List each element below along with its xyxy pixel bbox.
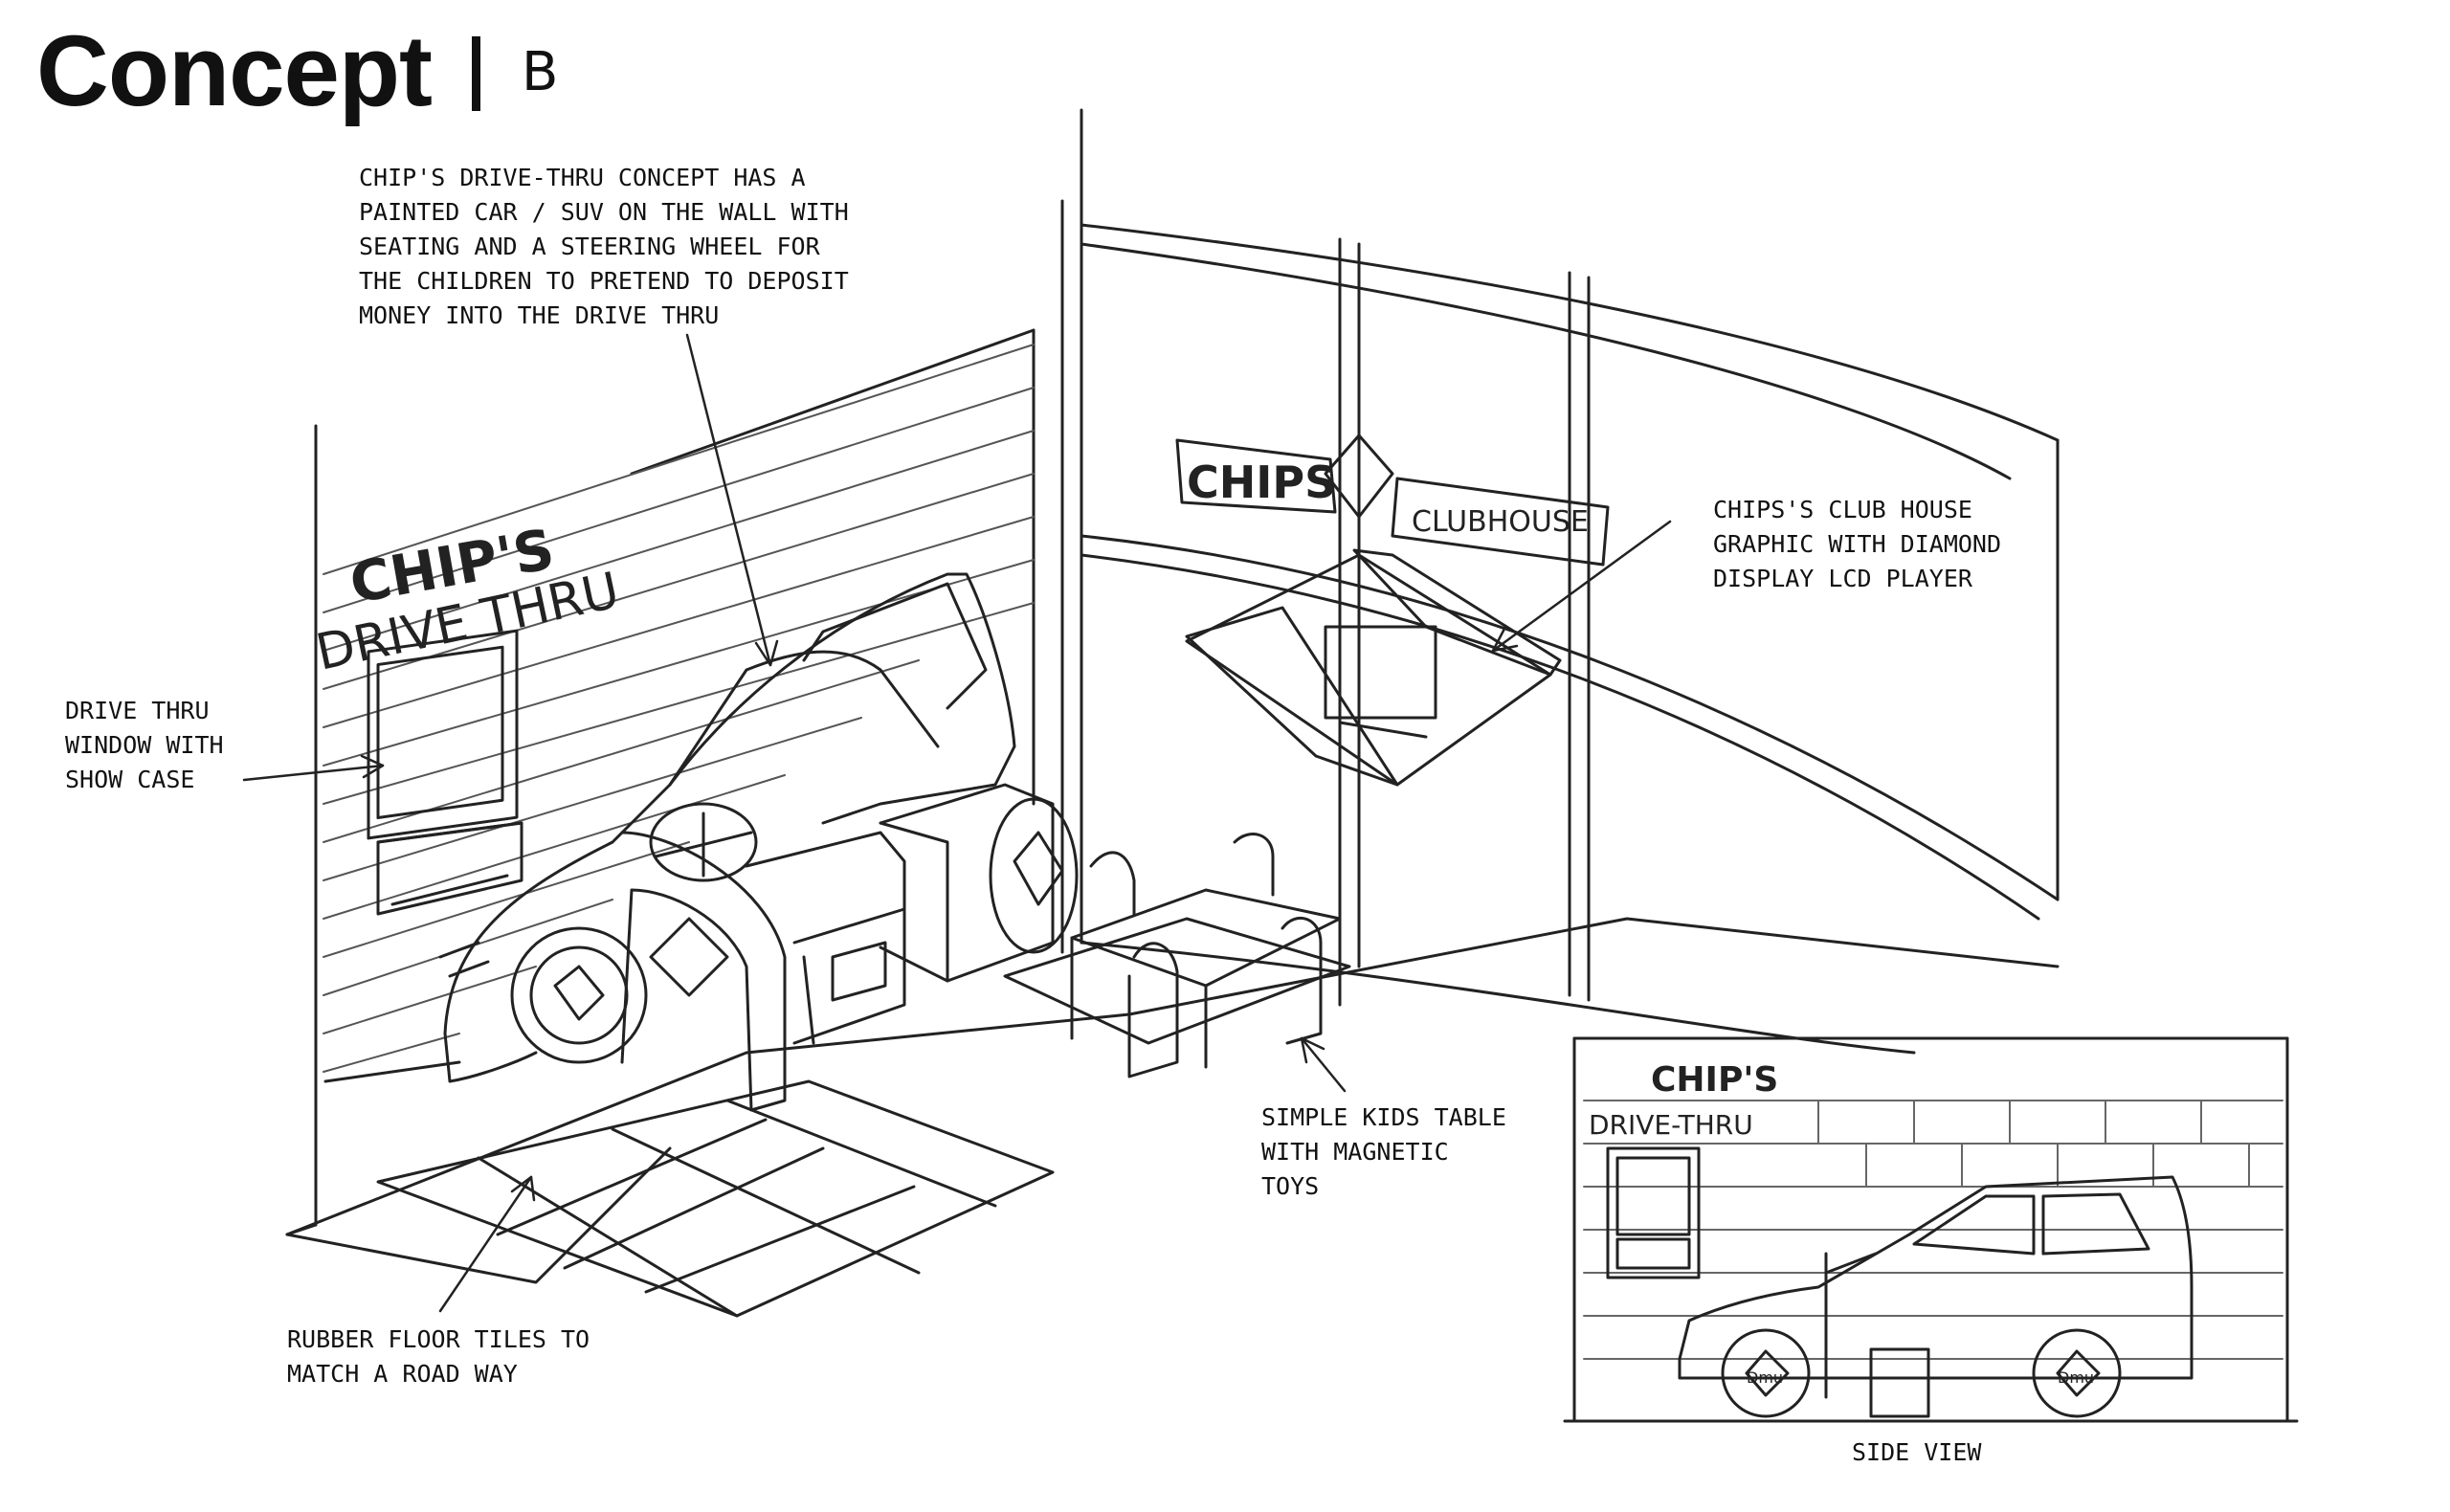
drive-thru-window-sketch	[367, 629, 523, 916]
title-divider	[472, 36, 480, 111]
side-view-sign-chips: CHIP'S	[1651, 1060, 1778, 1100]
clubhouse-sign-text: CLUBHOUSE	[1412, 505, 1589, 539]
wheel-text-front: Dmu	[1747, 1368, 1783, 1387]
diamond-lcd-display	[1185, 548, 1562, 787]
side-view-sign-drive-thru: DRIVE-THRU	[1589, 1109, 1753, 1141]
side-view-caption: SIDE VIEW	[1852, 1438, 1982, 1466]
seat-boxes	[745, 783, 1079, 1045]
page-title: Concept	[36, 15, 433, 127]
leader-lines	[242, 333, 1672, 1313]
note-drive-thru-concept: CHIP'S DRIVE-THRU CONCEPT HAS A PAINTED …	[359, 164, 849, 329]
brick-wall	[314, 328, 1036, 1227]
suv-sketch	[438, 572, 1016, 1083]
note-drive-thru-window: DRIVE THRU WINDOW WITH SHOW CASE	[65, 697, 224, 793]
note-club-house: CHIPS'S CLUB HOUSE GRAPHIC WITH DIAMOND …	[1713, 496, 2002, 592]
wheel-text-rear: Dmu	[2058, 1368, 2094, 1387]
steering-panel	[620, 802, 787, 1112]
clubhouse-sign-frame	[1175, 434, 1610, 567]
clubhouse-sign-chips: CHIPS	[1187, 456, 1336, 508]
road-floor-tiles	[376, 1079, 1055, 1318]
storefront-windows	[1060, 108, 2060, 1055]
kids-table-sketch	[1003, 833, 1351, 1078]
note-kids-table: SIMPLE KIDS TABLE WITH MAGNETIC TOYS	[1261, 1103, 1506, 1200]
side-view-sketch	[1563, 1036, 2299, 1423]
note-floor-tiles: RUBBER FLOOR TILES TO MATCH A ROAD WAY	[287, 1325, 590, 1388]
concept-letter: B	[522, 41, 559, 103]
